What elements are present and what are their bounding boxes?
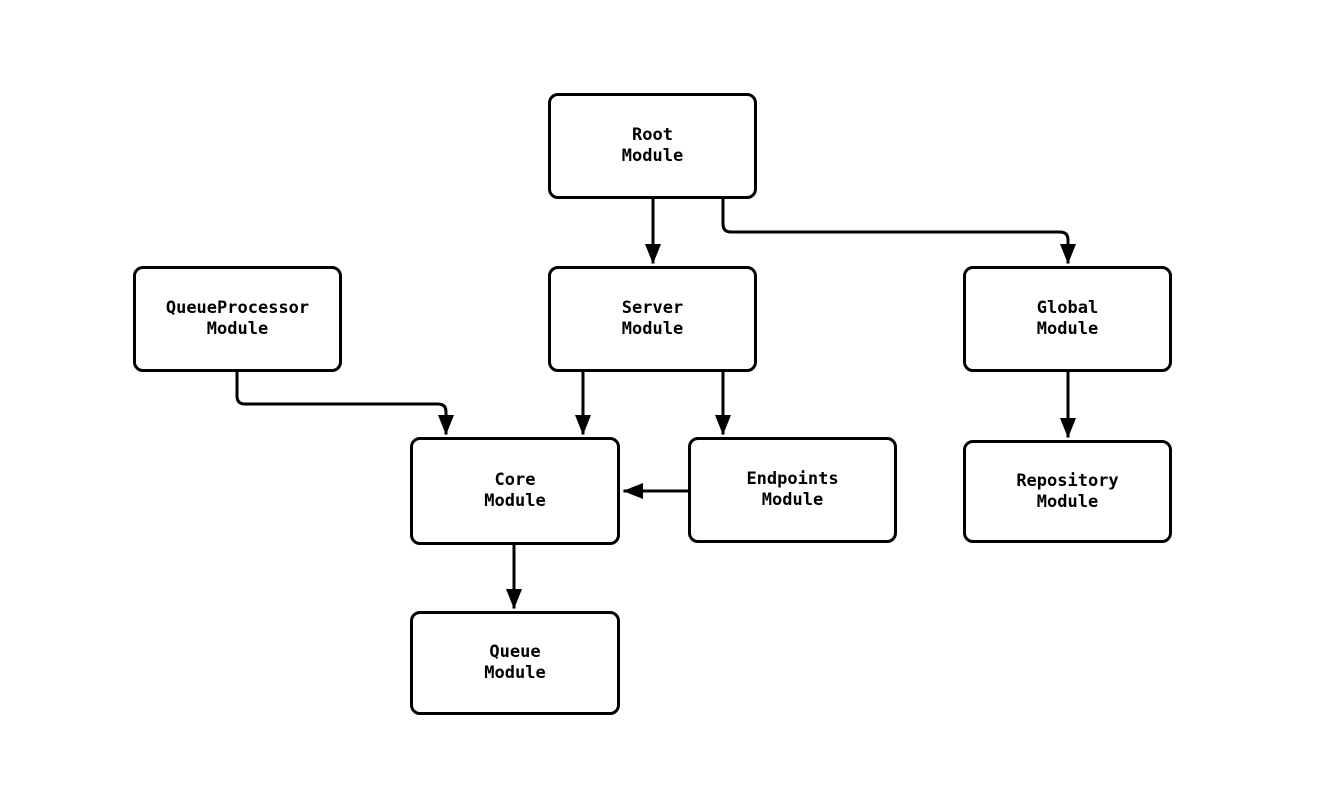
edge-queueprocessor-to-core [235,370,454,435]
node-server-module: Server Module [548,266,757,372]
node-queue-module: Queue Module [410,611,620,715]
node-endpoints-module-label: Endpoints Module [746,469,839,510]
node-endpoints-module: Endpoints Module [688,437,897,543]
node-root-module-label: Root Module [621,125,684,166]
node-queueprocessor-module-label: QueueProcessor Module [165,298,310,339]
node-queue-module-label: Queue Module [484,642,546,683]
node-repository-module: Repository Module [963,440,1172,543]
node-global-module: Global Module [963,266,1172,372]
node-root-module: Root Module [548,93,757,199]
node-repository-module-label: Repository Module [1016,470,1119,512]
node-queueprocessor-module: QueueProcessor Module [133,266,342,372]
node-global-module-label: Global Module [1036,298,1099,339]
node-core-module: Core Module [410,437,620,545]
node-server-module-label: Server Module [621,298,684,339]
node-core-module-label: Core Module [484,470,546,511]
edge-root-to-global [721,198,1076,264]
